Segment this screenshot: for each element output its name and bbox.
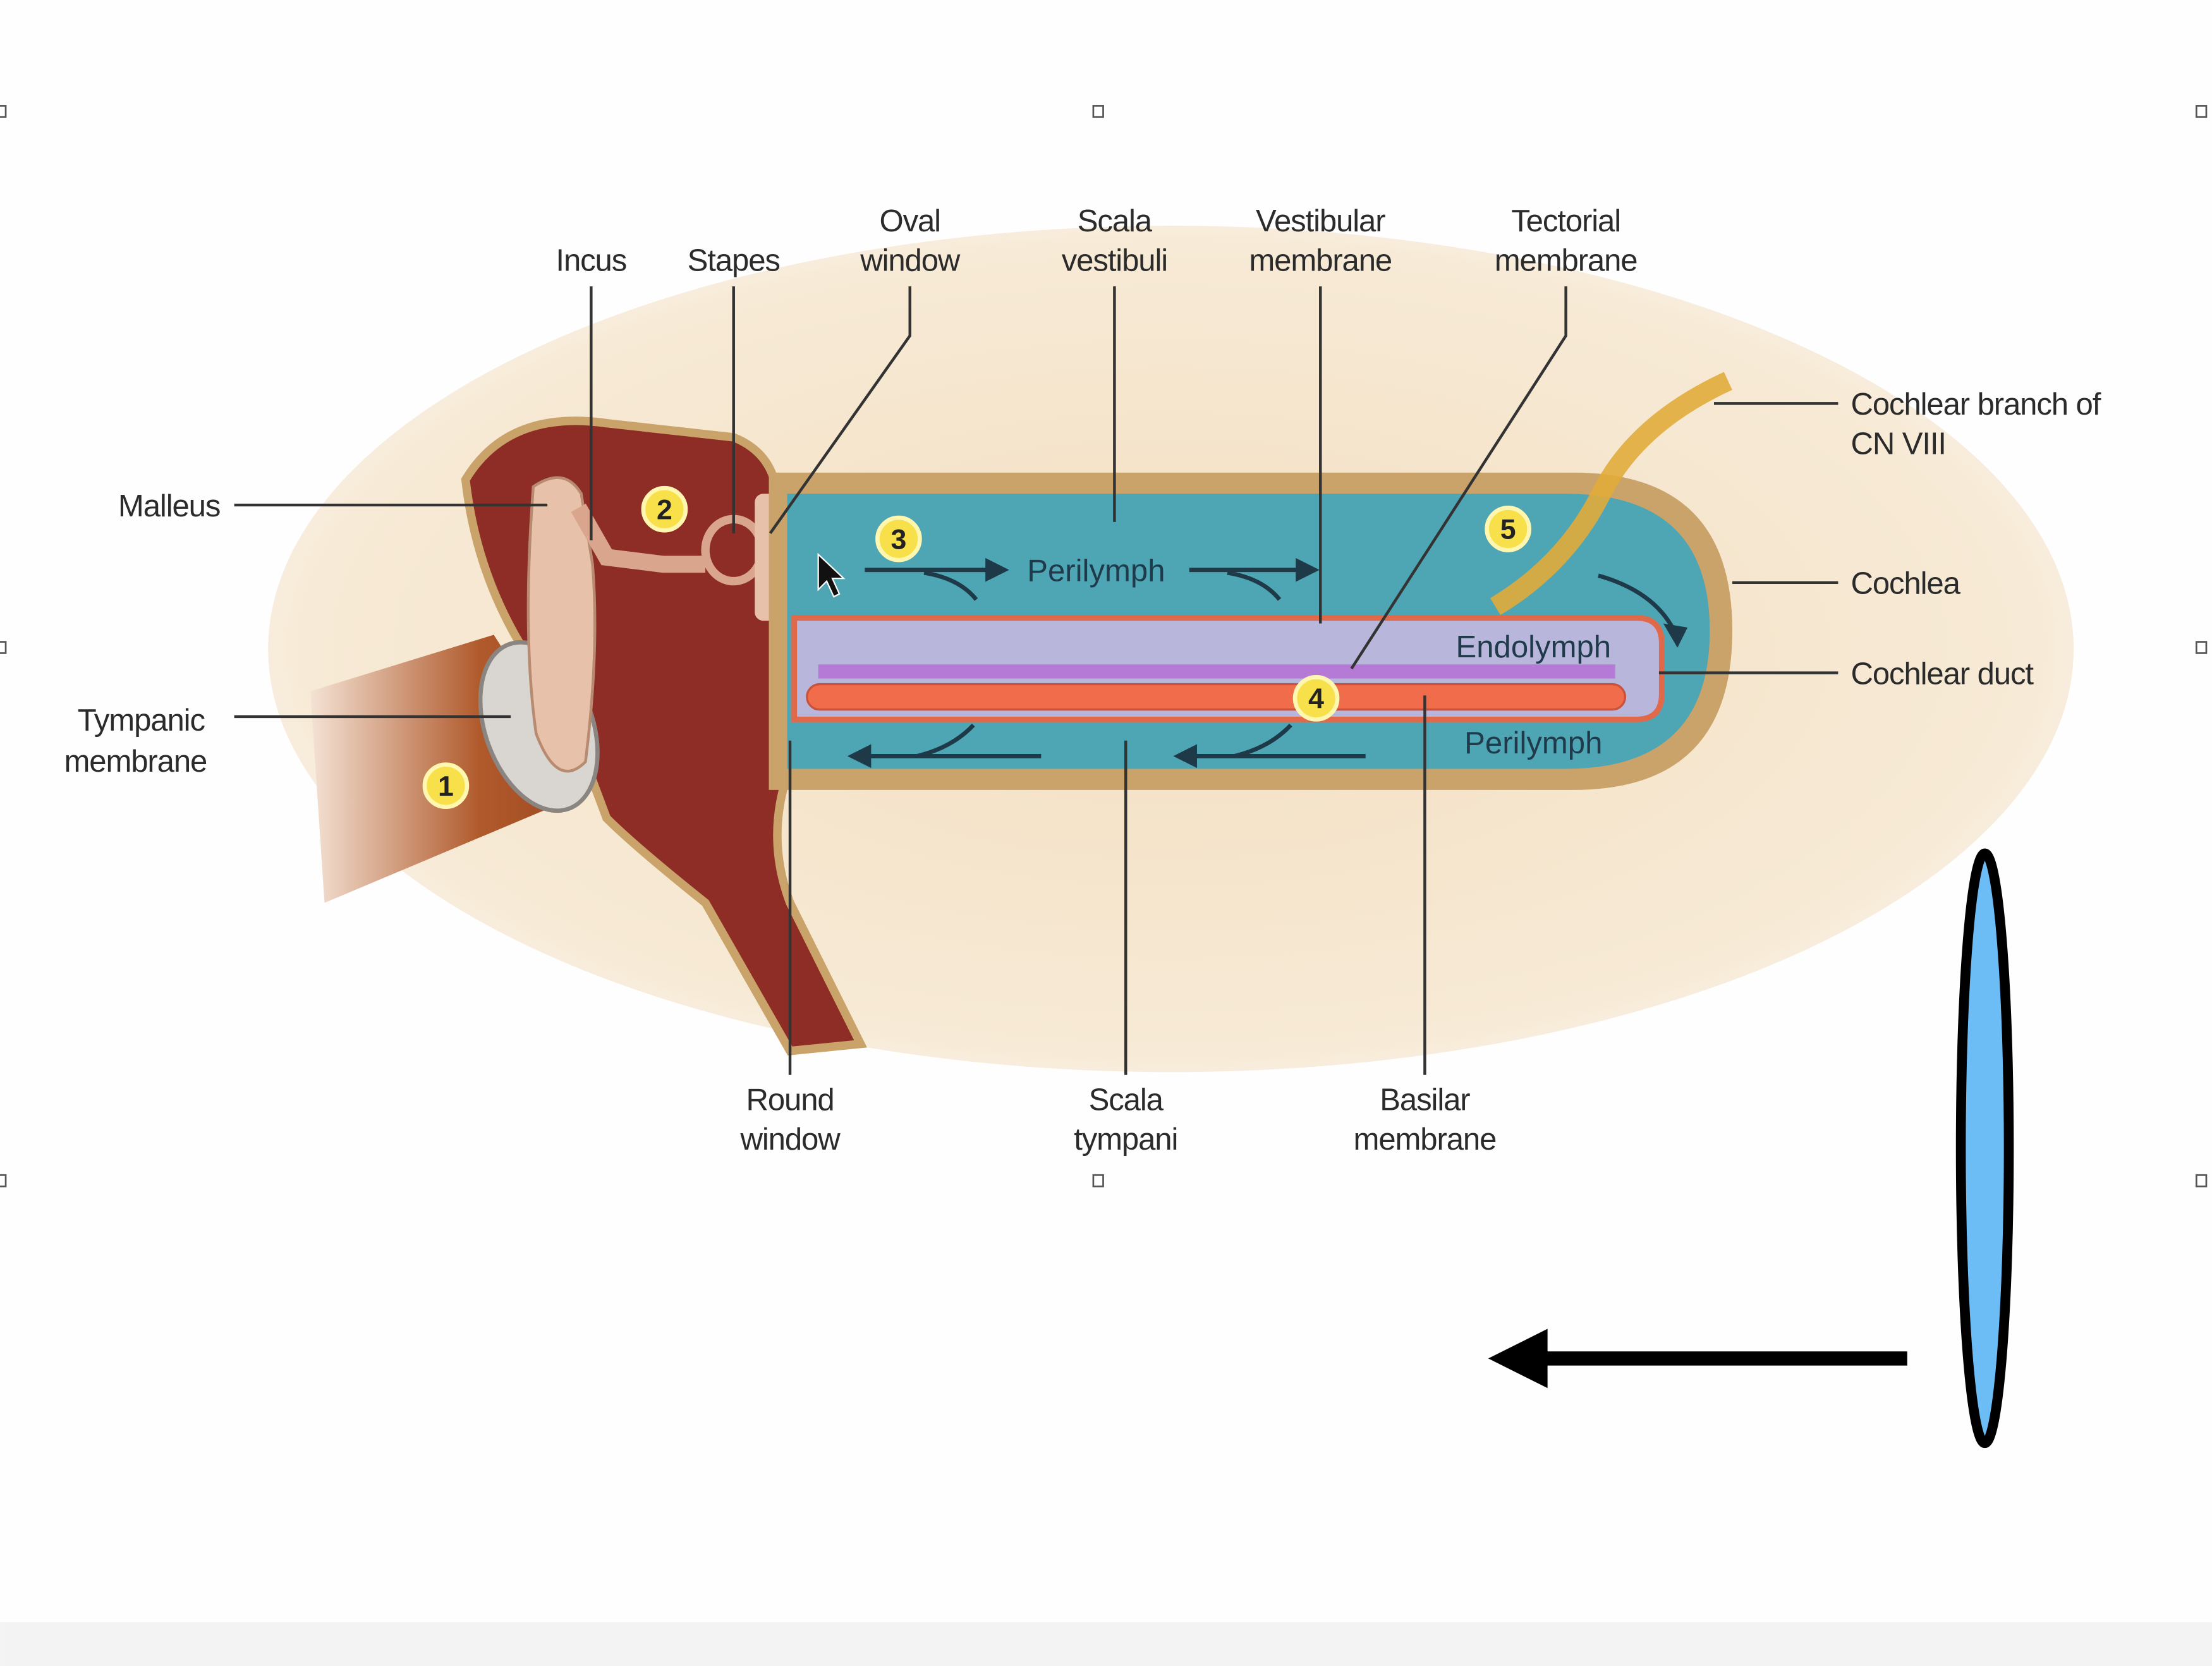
step-marker-3: 3 bbox=[875, 515, 922, 562]
svg-text:3: 3 bbox=[890, 524, 906, 555]
label-malleus: Malleus bbox=[118, 489, 220, 523]
svg-text:1: 1 bbox=[438, 771, 454, 802]
fluid-endolymph: Endolymph bbox=[1455, 630, 1611, 664]
label-cochlear-duct: Cochlear duct bbox=[1850, 657, 2034, 691]
left-arrow-shape[interactable] bbox=[1488, 1329, 1907, 1389]
selection-handles[interactable] bbox=[0, 105, 2208, 1188]
fluid-perilymph-upper: Perilymph bbox=[1027, 554, 1165, 588]
label-stapes: Stapes bbox=[688, 244, 780, 278]
step-marker-2: 2 bbox=[641, 485, 688, 533]
svg-text:2: 2 bbox=[657, 494, 672, 525]
malleus bbox=[526, 476, 597, 773]
label-cochlea: Cochlea bbox=[1850, 567, 1960, 601]
bottom-shadow bbox=[0, 1622, 2212, 1666]
tectorial-membrane bbox=[818, 664, 1615, 679]
basilar-membrane bbox=[806, 683, 1627, 711]
lens-ellipse-shape[interactable] bbox=[1955, 848, 2014, 1449]
flow-arrows bbox=[847, 557, 1688, 769]
step-marker-5: 5 bbox=[1485, 506, 1531, 552]
leader-lines bbox=[234, 286, 1838, 1075]
label-incus: Incus bbox=[556, 244, 626, 278]
mouse-cursor-icon bbox=[817, 552, 846, 598]
svg-text:4: 4 bbox=[1308, 683, 1324, 714]
step-marker-1: 1 bbox=[422, 762, 470, 810]
fluid-perilymph-lower: Perilymph bbox=[1464, 726, 1602, 760]
cochlear-nerve bbox=[1490, 372, 1732, 616]
step-marker-4: 4 bbox=[1292, 675, 1340, 722]
svg-text:5: 5 bbox=[1500, 514, 1516, 545]
